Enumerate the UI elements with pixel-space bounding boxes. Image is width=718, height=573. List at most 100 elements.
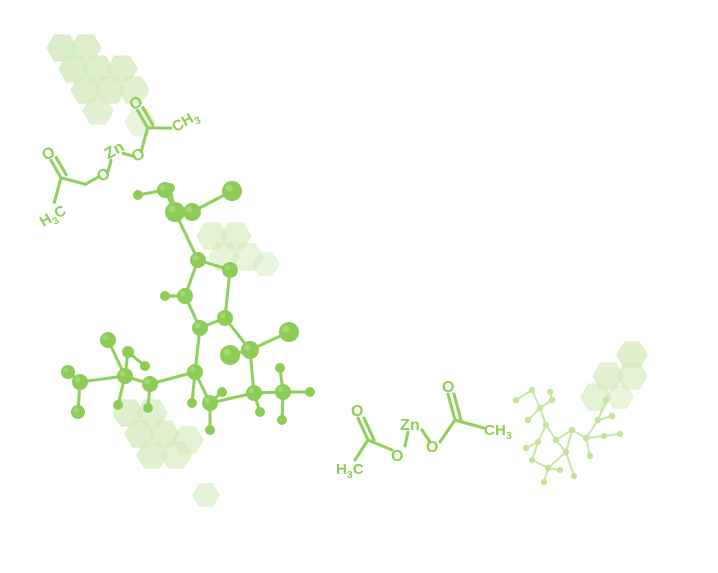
atom-highlight [159,184,166,191]
atom-sphere [608,412,616,420]
atom-sphere [133,190,143,200]
oxygen-label: O [426,439,439,456]
atom-sphere [512,396,520,404]
atom-highlight [119,370,126,377]
atom-sphere [562,448,570,456]
atom-sphere [190,252,206,268]
atom-sphere [542,421,550,429]
hexagon-shape [136,441,168,469]
atom-highlight [248,387,255,394]
atom-sphere [241,341,259,359]
atom-sphere [100,332,116,348]
hexagon-pattern-layer [46,34,648,507]
atom-sphere [552,436,560,444]
atom-highlight [204,397,211,404]
atom-highlight [189,366,196,373]
atom-sphere [160,291,170,301]
atom-sphere [534,438,542,446]
atom-sphere [255,407,265,417]
hexagon-shape [616,362,648,390]
atom-highlight [223,348,231,356]
atom-sphere [277,415,287,425]
atom-sphere [305,387,315,397]
atom-sphere [594,416,602,424]
atom-sphere [71,405,85,419]
bond-line [585,419,599,439]
oxygen-label: O [39,144,58,165]
atom-sphere [522,444,530,452]
atom-highlight [186,206,193,213]
atom-sphere [279,322,299,342]
atom-highlight [219,312,226,319]
atom-sphere [217,387,227,397]
atom-sphere [570,472,578,480]
atom-highlight [194,322,201,329]
atom-sphere [61,365,75,379]
atom-sphere [528,386,536,394]
atom-sphere [142,376,158,392]
atom-highlight [74,376,81,383]
atom-sphere [117,368,133,384]
atom-sphere [122,346,134,358]
atom-sphere [246,385,262,401]
atom-sphere [113,400,123,410]
zinc-label: Zn [102,138,128,163]
atom-sphere [217,310,233,326]
atom-sphere [602,396,610,404]
bond-line [597,399,607,421]
atom-sphere [275,384,291,400]
atom-highlight [244,344,251,351]
atom-sphere [616,430,624,438]
methyl-group-label-h3c: H3C [37,202,71,233]
atom-sphere [220,345,240,365]
atom-highlight [225,184,233,192]
atom-sphere [187,398,197,408]
atom-sphere [528,456,536,464]
atom-sphere [556,466,564,474]
methyl-group-label: CH3 [169,107,203,138]
small-molecule-right [512,386,624,486]
atom-sphere [548,396,556,404]
oxygen-label: O [391,448,404,465]
atom-highlight [277,386,284,393]
atom-highlight [179,290,186,297]
atom-sphere [202,395,218,411]
oxygen-label: O [129,145,148,166]
atom-sphere [544,464,552,472]
atom-sphere [177,288,193,304]
atom-highlight [102,334,109,341]
bond-line [547,451,567,469]
atom-sphere [205,425,215,435]
atom-highlight [144,378,151,385]
atom-sphere [536,404,544,412]
ball-and-stick-molecule [61,181,315,435]
hexagon-shape [118,76,150,104]
oxygen-label: O [442,379,455,396]
bond-line [565,429,573,453]
hexagon-shape [160,441,192,469]
atom-sphere [568,426,576,434]
atom-highlight [168,205,176,213]
hexagon-shape [192,483,220,507]
atom-sphere [140,361,150,371]
atom-sphere [546,388,554,396]
zinc-acetate-formula-bottom: O O Zn O O CH3 H3C [336,379,512,481]
oxygen-label: O [351,403,364,420]
atom-sphere [72,374,88,390]
oxygen-label: O [94,165,113,186]
hexagon-shape [94,76,126,104]
atom-highlight [192,254,199,261]
atom-sphere [192,320,208,336]
hexagon-shape [580,383,612,411]
atom-highlight [224,264,231,271]
atom-sphere [183,203,201,221]
atom-sphere [222,181,242,201]
atom-highlight [73,407,79,413]
atom-sphere [600,432,608,440]
atom-sphere [586,452,594,460]
bond-line [565,451,575,477]
atom-sphere [524,416,532,424]
atom-highlight [282,325,290,333]
atom-sphere [540,478,548,486]
